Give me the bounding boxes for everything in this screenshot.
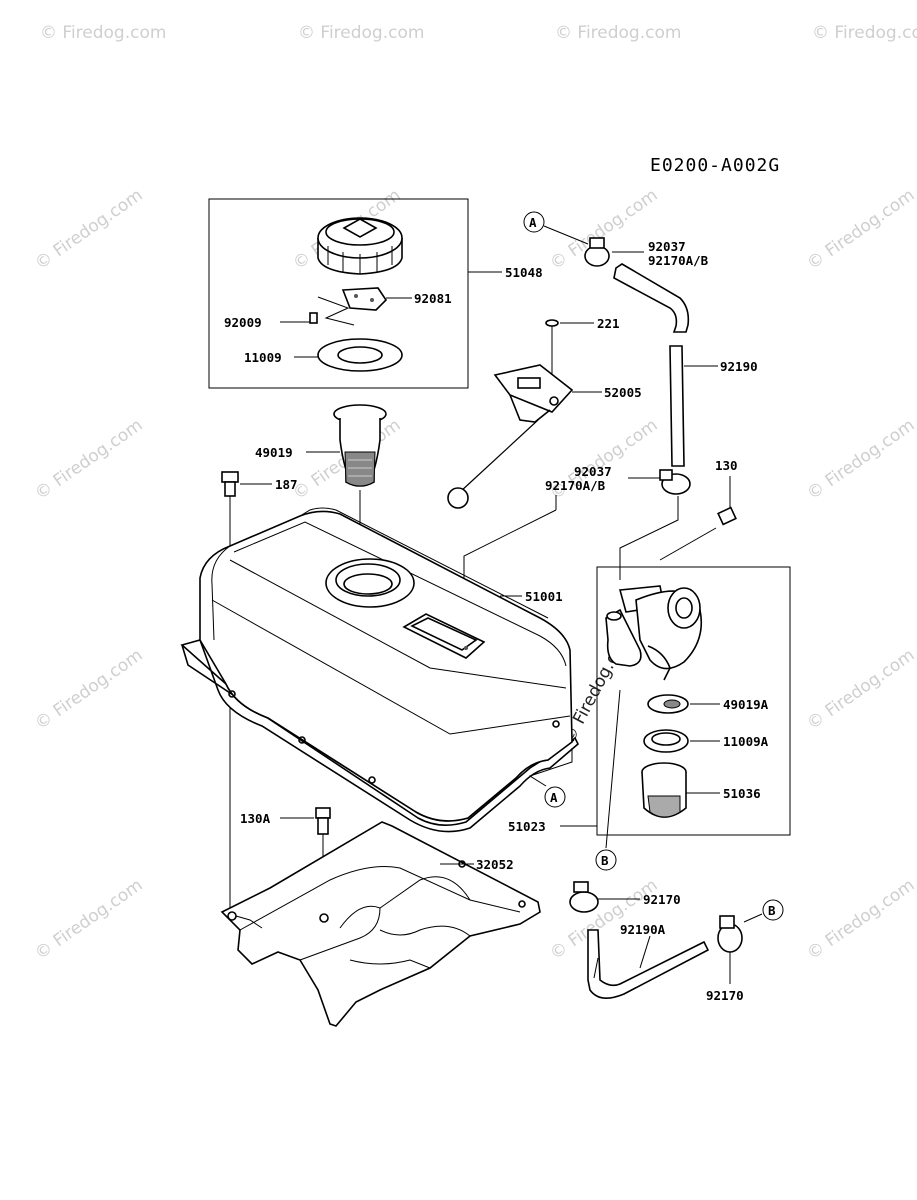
reference-circle-b: [595, 849, 617, 871]
fuel-filter-part: 49019: [255, 404, 387, 565]
reference-a-bottom: A: [550, 790, 558, 805]
tank-bracket-part: 32052: [220, 821, 541, 1027]
watermark: © Firedog.com: [40, 23, 166, 43]
fuel-tank-part: 51001: [180, 507, 579, 833]
fuel-cup-part: 51036: [641, 762, 761, 818]
part-label-92170-a: 92170: [643, 892, 681, 907]
reference-b-left: B: [601, 853, 609, 868]
part-label-92037-mid: 92037: [574, 464, 612, 479]
bolt-130-part: 130: [659, 458, 738, 561]
hose-clamp-lower-right-part: 92170: [706, 913, 763, 1003]
fuel-cap-part: [317, 217, 403, 275]
diagram-code: E0200-A002G: [650, 155, 780, 176]
fuel-gauge-part: 52005: [447, 364, 642, 509]
part-label-49019: 49019: [255, 445, 293, 460]
gasket-part: 11009: [244, 338, 403, 372]
part-label-51023: 51023: [508, 819, 546, 834]
part-label-221: 221: [597, 316, 620, 331]
filter-screen-part: 49019A: [647, 694, 769, 714]
screw-221-part: 221: [545, 316, 620, 380]
bolt-130a-part: 130A: [240, 807, 331, 916]
part-label-11009a: 11009A: [723, 734, 769, 749]
o-ring-part: 11009A: [643, 729, 769, 753]
part-label-11009: 11009: [244, 350, 282, 365]
reference-a-top: A: [529, 215, 537, 230]
hose-clamp-lower-left-part: 92170: [569, 881, 681, 913]
watermark: © Firedog.com: [803, 645, 917, 734]
watermark: © Firedog.com: [31, 875, 146, 964]
part-label-49019a: 49019A: [723, 697, 769, 712]
part-label-92190: 92190: [720, 359, 758, 374]
watermark: © Firedog.com: [812, 23, 917, 43]
part-label-92170-b: 92170: [706, 988, 744, 1003]
part-label-92037-top: 92037: [648, 239, 686, 254]
watermark: © Firedog.com: [546, 875, 661, 964]
cap-chain-part: 92081 92009: [224, 287, 452, 330]
part-label-51036: 51036: [723, 786, 761, 801]
part-label-130: 130: [715, 458, 738, 473]
part-label-187: 187: [275, 477, 298, 492]
cap-kit-box: [208, 198, 469, 389]
part-label-32052: 32052: [476, 857, 514, 872]
reference-circle-a: [523, 211, 545, 233]
watermark: © Firedog.com: [803, 875, 917, 964]
watermark: © Firedog.com: [31, 185, 146, 274]
part-label-92009: 92009: [224, 315, 262, 330]
part-label-92081: 92081: [414, 291, 452, 306]
watermark: © Firedog.com: [31, 645, 146, 734]
fuel-hose-part: 92190: [613, 263, 758, 467]
reference-b-right: B: [768, 903, 776, 918]
reference-circle-b: [762, 899, 784, 921]
fuel-cock-part: [605, 585, 703, 681]
fuel-cock-box: [596, 566, 791, 836]
part-label-92170ab-top: 92170A/B: [648, 253, 709, 268]
fuel-hose-lower-part: 92190A: [587, 922, 710, 999]
part-label-130a: 130A: [240, 811, 271, 826]
watermark: © Firedog.com: [298, 23, 424, 43]
part-label-51048: 51048: [505, 265, 543, 280]
watermark: © Firedog.com: [31, 415, 146, 504]
part-label-92170ab-mid: 92170A/B: [545, 478, 606, 493]
part-label-92190a: 92190A: [620, 922, 666, 937]
watermark: © Firedog.com: [803, 415, 917, 504]
watermark: © Firedog.com: [803, 185, 917, 274]
part-label-52005: 52005: [604, 385, 642, 400]
part-label-51001: 51001: [525, 589, 563, 604]
reference-circle-a: [544, 786, 566, 808]
hose-clamp-top-part: 92037 92170A/B: [584, 237, 709, 268]
watermark: © Firedog.com: [555, 23, 681, 43]
